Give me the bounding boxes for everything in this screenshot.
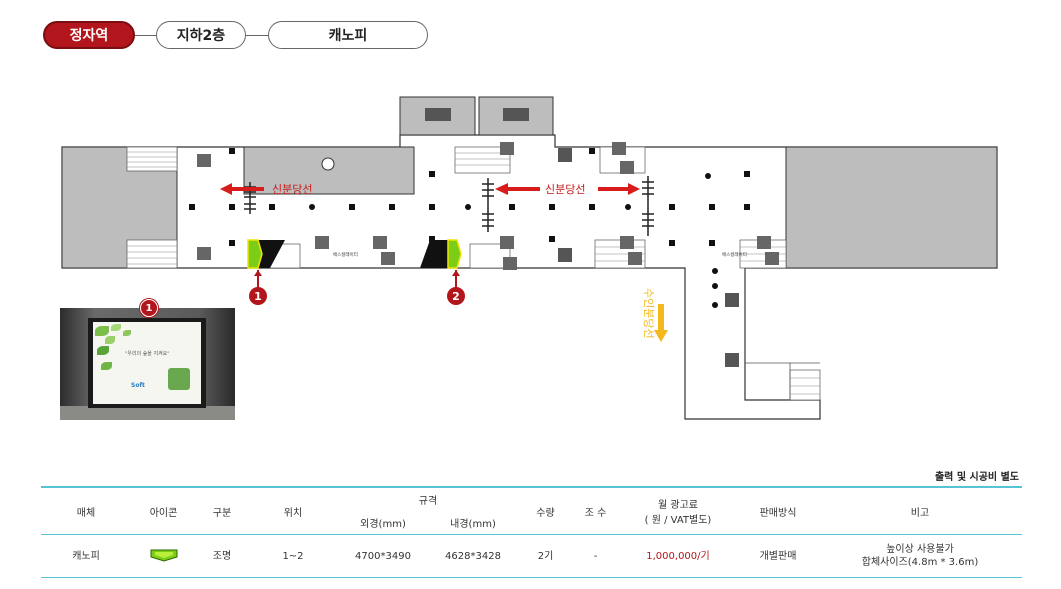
col-position: 위치 — [283, 507, 303, 519]
floor-map: 에스컬레이터 에스컬레이터 1 2 신분당선 신분당선 수인분당선 — [61, 96, 998, 420]
col-inner: 내경(mm) — [450, 519, 496, 530]
shirt-image — [168, 368, 190, 390]
escalator-icon — [620, 161, 634, 174]
elevator-icon — [725, 353, 739, 367]
cell-inner: 4628*3428 — [445, 550, 501, 562]
cell-outer: 4700*3490 — [355, 550, 411, 562]
restroom-icon — [503, 108, 529, 121]
col-icon: 아이콘 — [149, 507, 178, 519]
cell-price: 1,000,000/기 — [646, 550, 710, 562]
escalator-icon — [612, 142, 626, 155]
elevator-icon — [558, 248, 572, 262]
breadcrumb-station[interactable]: 정자역 — [43, 21, 135, 49]
breadcrumb-connector — [135, 35, 156, 36]
suin-bundang-arrow — [654, 304, 668, 342]
col-media: 매체 — [76, 507, 96, 519]
escalator-icon — [757, 236, 771, 249]
col-spec: 규격 — [418, 496, 438, 507]
cell-type: 조명 — [212, 550, 232, 562]
cell-sales: 개별판매 — [759, 550, 797, 562]
stairs — [126, 239, 178, 269]
cell-position: 1~2 — [282, 550, 304, 562]
photo-slogan: "우리의 숲을 지켜요" — [125, 351, 170, 357]
location-marker-2[interactable] — [447, 287, 465, 305]
breadcrumb-connector — [246, 35, 268, 36]
info-icon — [321, 157, 335, 171]
col-outer: 외경(mm) — [360, 519, 406, 530]
cell-remark: 높이상 사용불가 합체사이즈(4.8m * 3.6m) — [861, 544, 979, 568]
exit-direction-label: 에스컬레이터 — [333, 251, 358, 258]
restroom-icon — [425, 108, 451, 121]
location-marker-1[interactable] — [249, 287, 267, 305]
location-marker-label: 2 — [452, 290, 460, 303]
photo-logo: Soft — [131, 382, 145, 389]
canopy-zone-1 — [255, 240, 285, 268]
canopy-icon — [150, 549, 177, 562]
escalator-icon — [503, 257, 517, 270]
col-price: 월 광고료 ( 원 / VAT별도) — [644, 500, 712, 526]
cell-face: - — [593, 550, 598, 562]
elevator-icon — [725, 293, 739, 307]
right-block — [785, 146, 998, 269]
cell-qty: 2기 — [537, 550, 554, 562]
shinbundang-arrow-left — [495, 183, 540, 195]
escalator-icon — [500, 236, 514, 249]
canopy-icon-2 — [447, 239, 462, 269]
breadcrumb-media[interactable]: 캐노피 — [268, 21, 428, 49]
location-marker-label: 1 — [254, 290, 262, 303]
stairs — [126, 146, 178, 172]
stairs — [789, 369, 821, 401]
escalator-icon — [315, 236, 329, 249]
photo-location-marker: 1 — [140, 299, 158, 317]
cell-media: 캐노피 — [72, 550, 100, 562]
col-type: 구분 — [212, 507, 232, 519]
canopy-zone-2 — [420, 240, 455, 268]
breadcrumb-level[interactable]: 지하2층 — [156, 21, 246, 49]
elevator-icon — [558, 148, 572, 162]
col-remark: 비고 — [910, 507, 930, 519]
cell-icon — [131, 535, 196, 578]
escalator-icon — [197, 247, 211, 260]
spec-table: 매체 아이콘 구분 위치 규격 수량 조 수 월 광고료 ( 원 / VAT별도… — [41, 486, 1022, 578]
col-face: 조 수 — [584, 507, 607, 519]
suin-bundang-label: 수인분당선 — [642, 288, 655, 339]
table-row: 캐노피 조명 1~2 4700*3490 4628*3428 2기 - 1,00… — [41, 535, 1022, 578]
col-sales: 판매방식 — [759, 507, 797, 519]
escalator-icon — [628, 252, 642, 265]
canopy-icon-1 — [247, 239, 263, 269]
escalator-icon — [500, 142, 514, 155]
escalator-icon — [197, 154, 211, 167]
exit-direction-label: 에스컬레이터 — [722, 251, 747, 258]
shinbundang-label: 신분당선 — [272, 183, 312, 196]
shinbundang-arrow-left — [220, 183, 264, 195]
escalator-icon — [765, 252, 779, 265]
shinbundang-label: 신분당선 — [545, 183, 585, 196]
escalator-icon — [373, 236, 387, 249]
col-qty: 수량 — [536, 507, 555, 519]
escalator-icon — [381, 252, 395, 265]
canopy-photo: "우리의 숲을 지켜요" Soft — [60, 308, 235, 420]
escalator-icon — [620, 236, 634, 249]
cost-note: 출력 및 시공비 별도 — [934, 472, 1019, 483]
info-block — [243, 146, 415, 195]
shinbundang-arrow-right — [598, 183, 640, 195]
